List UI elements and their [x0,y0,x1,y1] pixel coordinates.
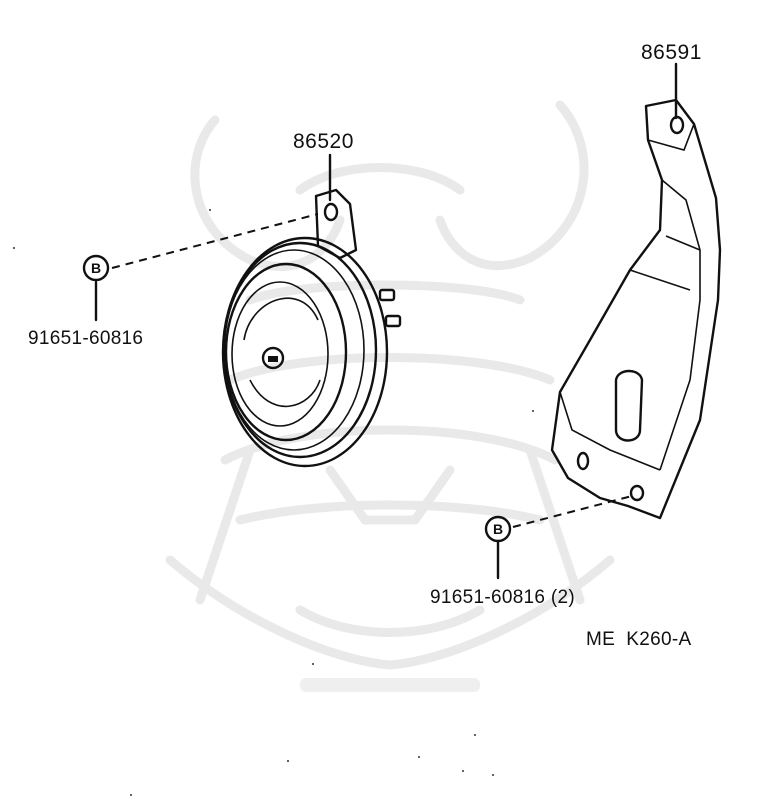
bolt-marker-right: B [484,515,512,543]
svg-text:B: B [91,260,101,276]
scan-specks [13,209,534,796]
part-number-bolt-left: 91651-60816 [28,328,143,349]
horn-86520 [221,188,402,468]
bolt-marker-left: B [82,254,110,282]
bracket-86591 [550,98,722,520]
part-number-horn: 86520 [293,130,354,153]
svg-text:B: B [493,521,503,537]
diagram-code: ME K260-A [586,629,691,650]
part-number-bolt-right: 91651-60816 (2) [430,587,575,608]
part-number-bracket: 86591 [641,41,702,64]
leader-lines [94,62,678,580]
